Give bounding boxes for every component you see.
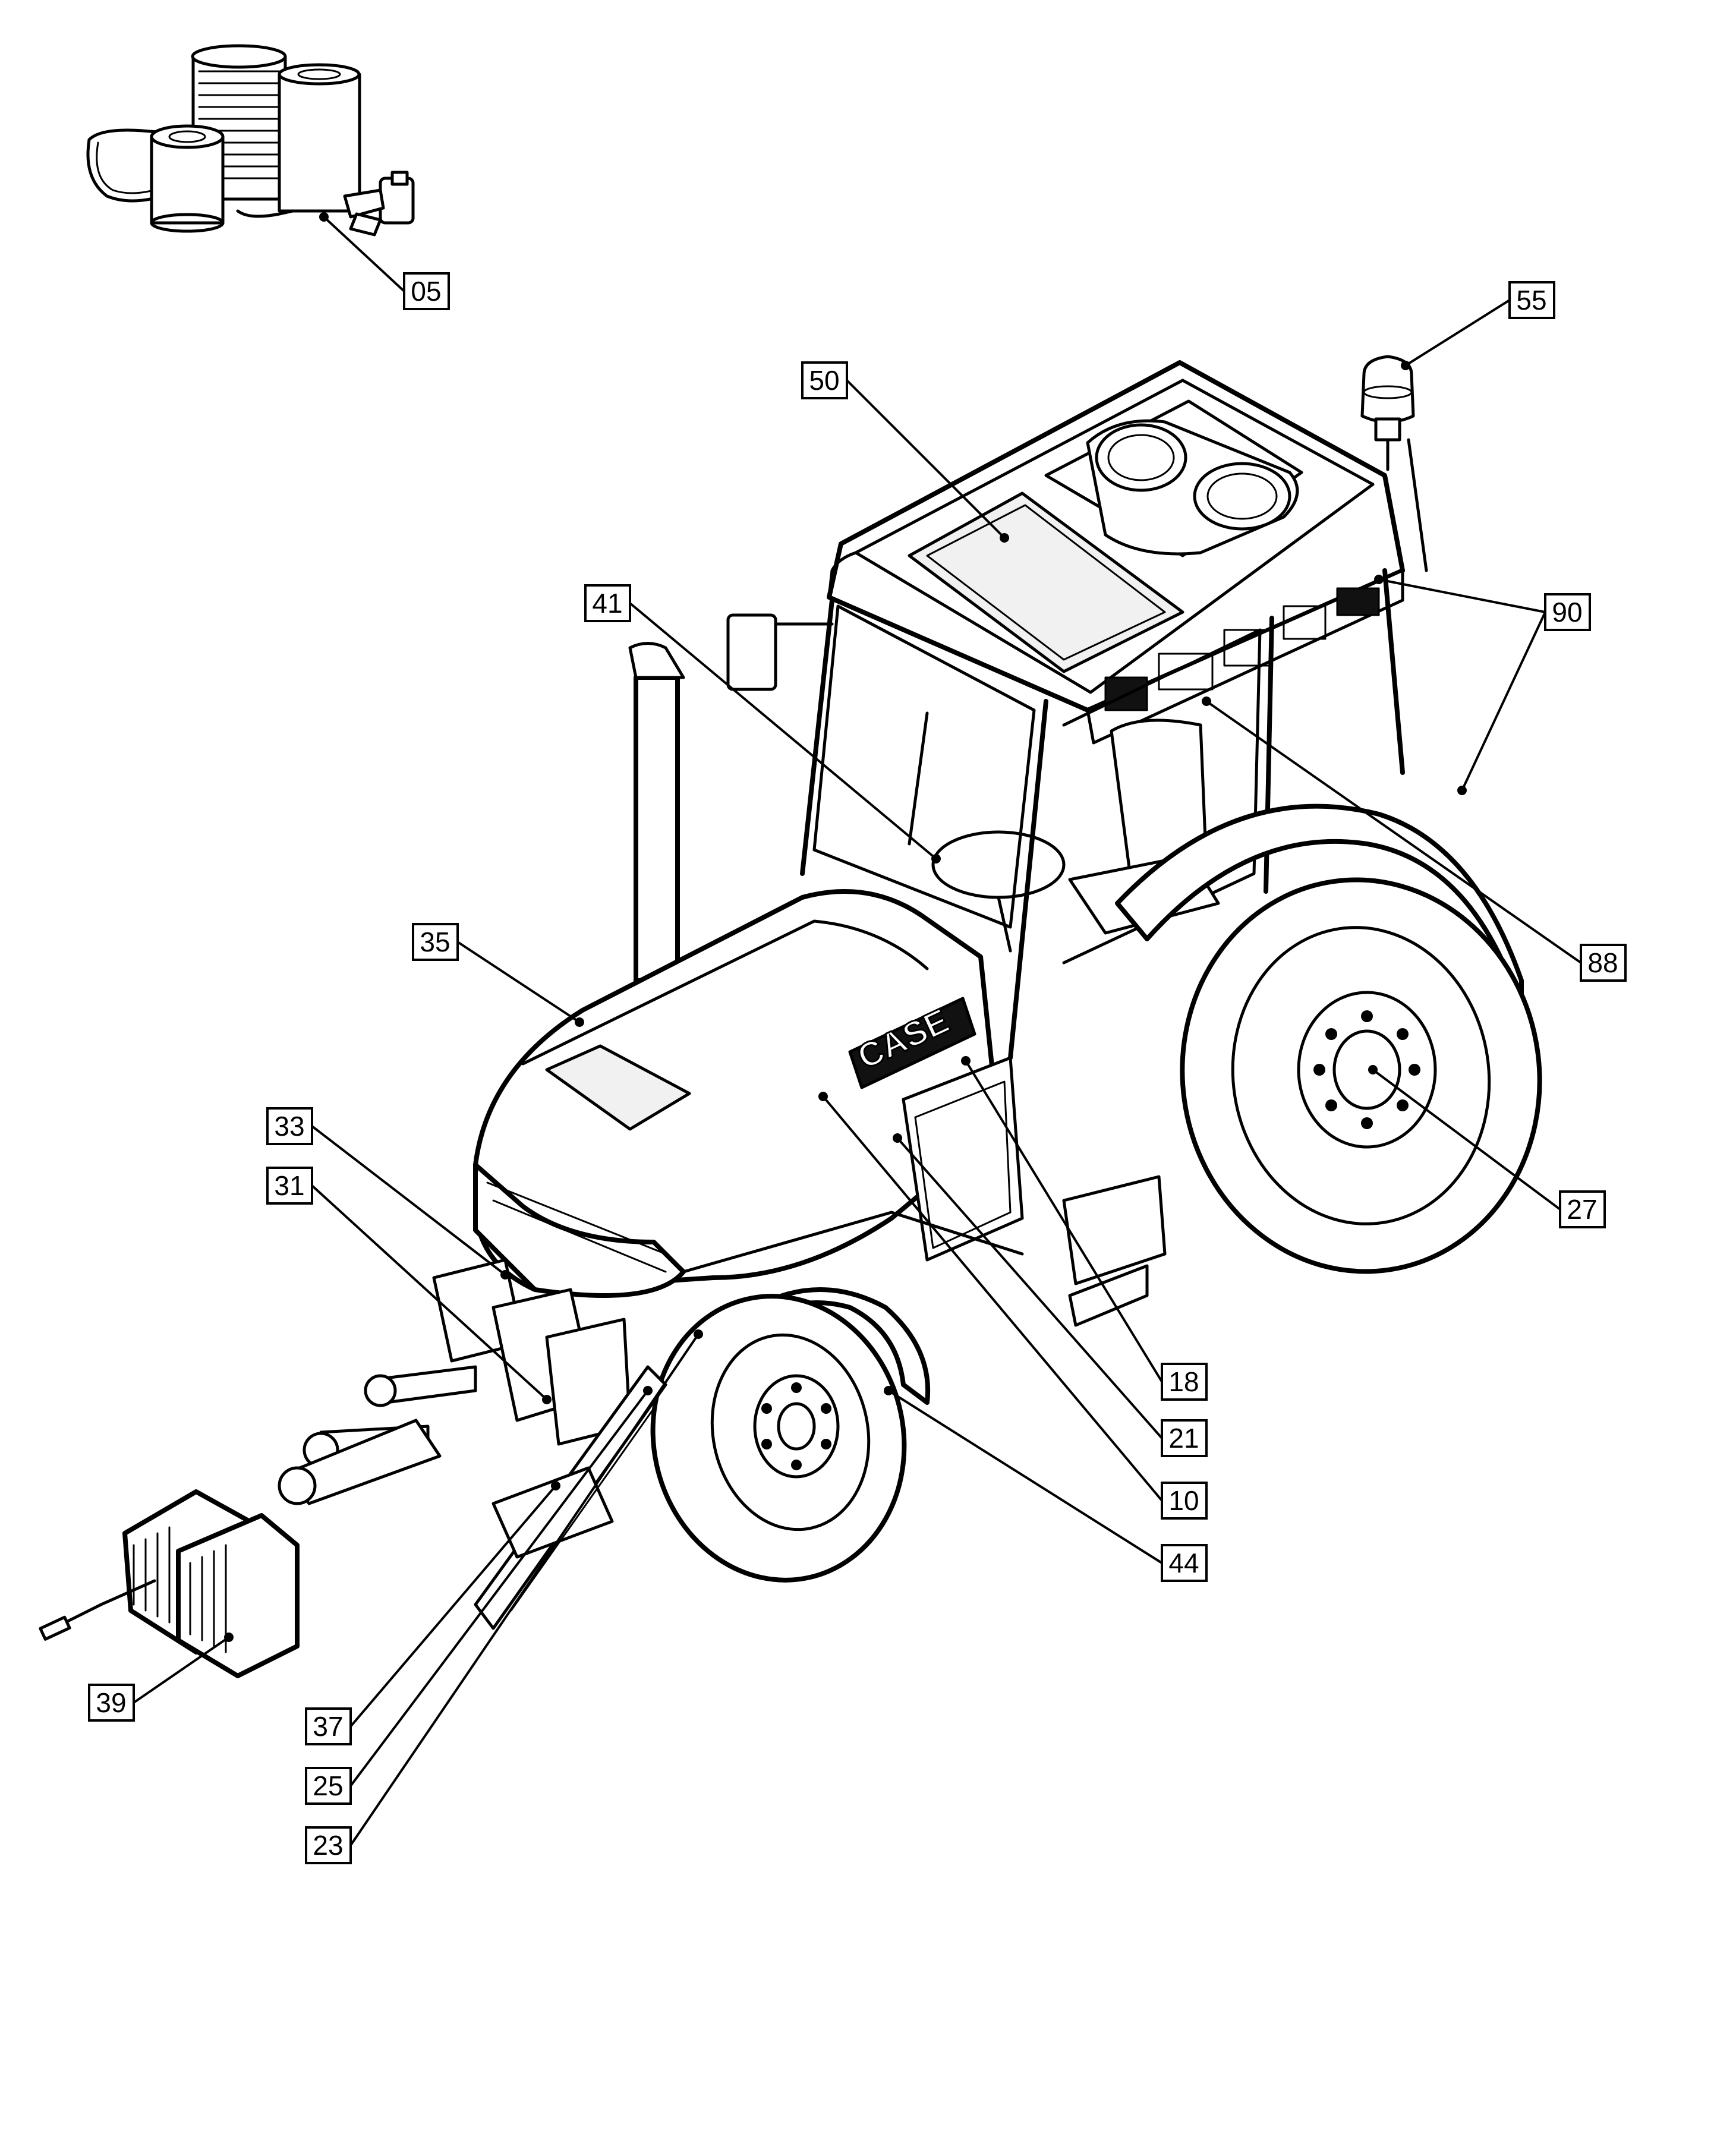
hood-illustration: CASE bbox=[473, 889, 1024, 1298]
cab-illustration bbox=[726, 360, 1405, 1060]
callout-label: 39 bbox=[96, 1687, 126, 1718]
front-wheel-illustration bbox=[650, 1287, 931, 1583]
callout-39[interactable]: 39 bbox=[88, 1633, 234, 1722]
callout-50[interactable]: 50 bbox=[801, 361, 1009, 543]
callout-label: 88 bbox=[1587, 947, 1618, 978]
callout-18[interactable]: 18 bbox=[961, 1056, 1208, 1401]
callout-label: 44 bbox=[1168, 1548, 1199, 1578]
callout-label: 55 bbox=[1516, 285, 1546, 316]
callout-23[interactable]: 23 bbox=[305, 1329, 703, 1864]
callout-31[interactable]: 31 bbox=[266, 1167, 552, 1404]
callout-label: 31 bbox=[274, 1170, 304, 1201]
callout-25[interactable]: 25 bbox=[305, 1386, 653, 1805]
callout-10[interactable]: 10 bbox=[818, 1092, 1208, 1520]
callout-label: 23 bbox=[313, 1830, 343, 1861]
exhaust-illustration bbox=[628, 642, 685, 983]
callout-05[interactable]: 05 bbox=[319, 212, 450, 310]
callout-55[interactable]: 55 bbox=[1401, 281, 1555, 370]
callout-88[interactable]: 88 bbox=[1202, 697, 1627, 982]
callout-41[interactable]: 41 bbox=[584, 584, 941, 863]
callout-label: 35 bbox=[420, 926, 450, 957]
callout-37[interactable]: 37 bbox=[305, 1481, 560, 1745]
callout-label: 05 bbox=[411, 276, 441, 307]
callout-label: 90 bbox=[1552, 597, 1582, 628]
callout-label: 27 bbox=[1567, 1194, 1597, 1225]
callout-21[interactable]: 21 bbox=[893, 1133, 1208, 1457]
callout-27[interactable]: 27 bbox=[1368, 1065, 1606, 1228]
callout-35[interactable]: 35 bbox=[412, 923, 584, 1027]
front-weight-illustration bbox=[39, 1489, 300, 1678]
callout-label: 37 bbox=[313, 1711, 343, 1742]
beacon-illustration bbox=[1360, 355, 1428, 572]
callout-label: 25 bbox=[313, 1770, 343, 1801]
callout-label: 10 bbox=[1168, 1485, 1199, 1516]
callout-label: 50 bbox=[809, 365, 839, 396]
service-kit-illustration bbox=[86, 44, 415, 237]
rear-wheel-illustration bbox=[1062, 803, 1542, 1327]
callout-label: 33 bbox=[274, 1111, 304, 1142]
callout-label: 18 bbox=[1168, 1366, 1199, 1397]
callout-44[interactable]: 44 bbox=[884, 1386, 1208, 1582]
callout-90[interactable]: 90 bbox=[1374, 575, 1591, 795]
callouts: 05 55 50 90 41 bbox=[88, 212, 1627, 1864]
front-hitch-illustration bbox=[278, 1258, 667, 1630]
callout-label: 21 bbox=[1168, 1423, 1199, 1454]
callout-label: 41 bbox=[592, 588, 622, 619]
callout-33[interactable]: 33 bbox=[266, 1107, 510, 1280]
